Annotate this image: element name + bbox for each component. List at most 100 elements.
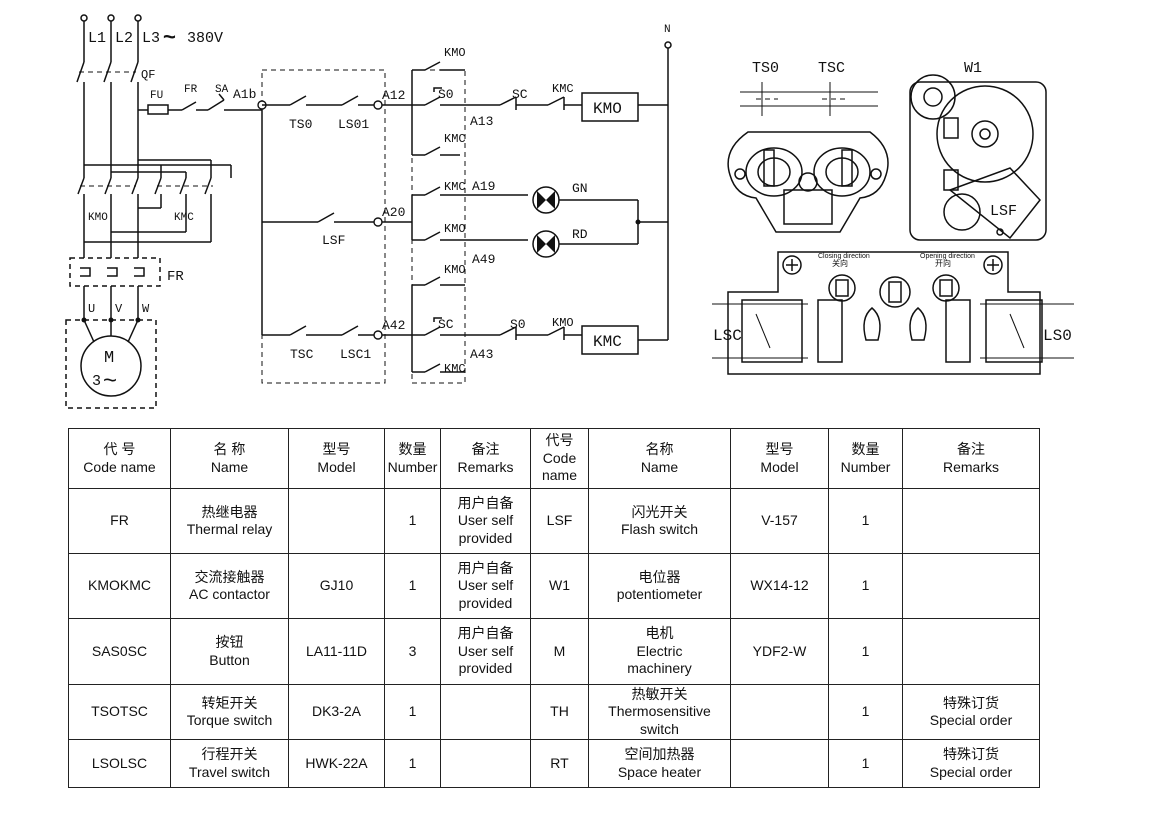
table-cell: 1 [828,684,903,740]
table-cell: 用户自备 User self provided [440,553,531,619]
table-cell: 1 [828,739,903,788]
kmc-power-label: KMC [174,212,194,224]
a12-label: A12 [382,88,405,103]
motor-phase-label: 3 [92,373,101,390]
table-cell: KMOKMC [68,553,171,619]
a19-label: A19 [472,179,495,194]
lsf-label: LSF [322,233,345,248]
table-cell: YDF2-W [730,618,829,685]
table-cell: LSF [530,488,589,554]
table-cell: M [530,618,589,685]
sc-label-bottom: SC [438,317,454,332]
motor-m-label: M [104,349,114,368]
table-cell: HWK-22A [288,739,385,788]
rd-label: RD [572,227,588,242]
power-circuit: L1 L2 L3 ~ 380V QF FU FR SA A1b [65,14,262,409]
table-cell: WX14-12 [730,553,829,619]
header-remarks-2: 备注 Remarks [902,428,1040,489]
qf-label: QF [141,68,155,82]
table-cell: 3 [384,618,441,685]
tsc-label: TSC [290,347,314,362]
fu-label: FU [150,90,163,102]
table-cell: 电机 Electric machinery [588,618,731,685]
sc-label-top: SC [512,87,528,102]
table-cell: GJ10 [288,553,385,619]
opening-direction-label: Opening direction [920,253,975,260]
a42-label: A42 [382,318,405,333]
header-model: 型号 Model [288,428,385,489]
table-cell: 1 [828,488,903,554]
phase-label-l2: L2 [115,30,133,47]
table-cell: LA11-11D [288,618,385,685]
potentiometer-drawing: W1 LSF [909,60,1047,241]
table-cell: LSOLSC [68,739,171,788]
a1b-label: A1b [233,87,256,102]
table-cell: 闪光开关 Flash switch [588,488,731,554]
table-cell: 1 [384,739,441,788]
table-cell: 按钮 Button [170,618,289,685]
table-header-row: 代 号 Code name 名 称 Name 型号 Model 数量 Numbe… [68,428,1040,489]
terminal-w: W [142,302,150,316]
table-cell [730,684,829,740]
table-cell [902,488,1040,554]
table-cell: 特殊订货 Special order [902,684,1040,740]
a43-label: A43 [470,347,493,362]
table-cell: 用户自备 User self provided [440,618,531,685]
table-cell [730,739,829,788]
phase-label-l1: L1 [88,30,106,47]
table-cell: 用户自备 User self provided [440,488,531,554]
header-name-2: 名称 Name [588,428,731,489]
table-cell: SAS0SC [68,618,171,685]
table-cell: 空间加热器 Space heater [588,739,731,788]
travel-switch-drawing: Closing direction 关向 Opening direction 开… [712,251,1074,375]
s0-label: S0 [438,87,454,102]
table-cell: 1 [828,618,903,685]
motor-tilde: ~ [103,367,117,394]
kmc-label-2: KMC [444,132,466,146]
table-cell: DK3-2A [288,684,385,740]
table-cell: 1 [384,553,441,619]
phase-label-l3: L3 [142,30,160,47]
table-cell: FR [68,488,171,554]
mech-lsf-label: LSF [990,203,1017,220]
fr-relay-label: FR [167,269,184,285]
mech-ls0-label: LS0 [1043,327,1072,345]
opening-direction-cn: 开向 [935,258,951,268]
a49-label: A49 [472,252,495,267]
table-cell: 热敏开关 Thermosensitive switch [588,684,731,740]
table-cell: 行程开关 Travel switch [170,739,289,788]
table-cell: 1 [828,553,903,619]
table-cell: 转矩开关 Torque switch [170,684,289,740]
table-cell: 热继电器 Thermal relay [170,488,289,554]
header-code-name-2: 代号 Code name [530,428,589,489]
table-cell: W1 [530,553,589,619]
table-cell: 1 [384,684,441,740]
supply-voltage: 380V [187,30,223,47]
mech-lsc-label: LSC [713,327,742,345]
table-row: LSOLSC 行程开关 Travel switch HWK-22A 1 RT 空… [68,739,1040,788]
sa-label: SA [215,84,229,96]
kmo-interlock-label: KMO [552,316,574,330]
a13-label: A13 [470,114,493,129]
mech-ts0-label: TS0 [752,60,779,77]
closing-direction-cn: 关向 [832,258,848,268]
terminal-v: V [115,302,123,316]
lsc1-label: LSC1 [340,347,371,362]
kmo-a49-label: KMO [444,263,466,277]
header-code-name: 代 号 Code name [68,428,171,489]
kmo-coil [581,92,639,122]
kmo-coil-label: KMO [593,100,622,118]
fr-contact-label: FR [184,84,198,96]
kmc-interlock-label: KMC [552,82,574,96]
table-cell: 特殊订货 Special order [902,739,1040,788]
header-model-2: 型号 Model [730,428,829,489]
table-row: TSOTSC 转矩开关 Torque switch DK3-2A 1 TH 热敏… [68,684,1040,740]
tilde-symbol: ~ [163,24,176,49]
component-table: 代 号 Code name 名 称 Name 型号 Model 数量 Numbe… [68,428,1040,788]
kmo-lamp-label: KMO [444,222,466,236]
mech-w1-label: W1 [964,60,982,77]
header-remarks: 备注 Remarks [440,428,531,489]
table-cell [440,684,531,740]
s0-label-bottom: S0 [510,317,526,332]
wiring-diagram: L1 L2 L3 ~ 380V QF FU FR SA A1b [65,14,1074,409]
